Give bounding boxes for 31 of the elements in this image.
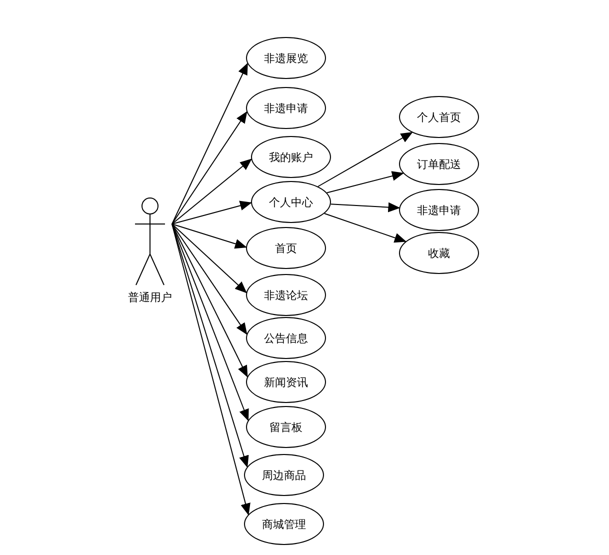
arrow — [318, 132, 413, 187]
arrow — [172, 62, 248, 224]
use-case-ellipse: 周边商品 — [244, 454, 324, 496]
actor-label: 普通用户 — [128, 290, 172, 305]
use-case-ellipse: 我的账户 — [251, 136, 331, 178]
arrow — [172, 224, 248, 378]
arrow — [172, 224, 250, 516]
arrow — [172, 224, 249, 468]
arrow — [172, 224, 247, 249]
use-case-ellipse: 公告信息 — [246, 317, 326, 359]
use-case-ellipse: 非遗申请 — [246, 87, 326, 129]
use-case-ellipse: 收藏 — [399, 232, 479, 274]
use-case-ellipse: 个人首页 — [399, 96, 479, 138]
use-case-ellipse: 首页 — [246, 227, 326, 269]
use-case-ellipse: 新闻资讯 — [246, 361, 326, 403]
arrow — [172, 224, 249, 422]
arrow — [172, 200, 252, 224]
use-case-ellipse: 订单配送 — [399, 143, 479, 185]
use-case-ellipse: 非遗论坛 — [246, 274, 326, 316]
use-case-ellipse: 非遗展览 — [246, 37, 326, 79]
arrow — [324, 213, 406, 243]
arrow — [330, 202, 400, 212]
use-case-ellipse: 个人中心 — [251, 181, 331, 223]
arrow — [172, 224, 248, 294]
use-case-ellipse: 留言板 — [246, 406, 326, 448]
use-case-ellipse: 商城管理 — [244, 503, 324, 545]
arrow — [172, 224, 248, 335]
use-case-ellipse: 非遗申请 — [399, 189, 479, 231]
arrow — [172, 111, 248, 224]
arrow — [172, 158, 252, 224]
arrow — [326, 171, 404, 194]
